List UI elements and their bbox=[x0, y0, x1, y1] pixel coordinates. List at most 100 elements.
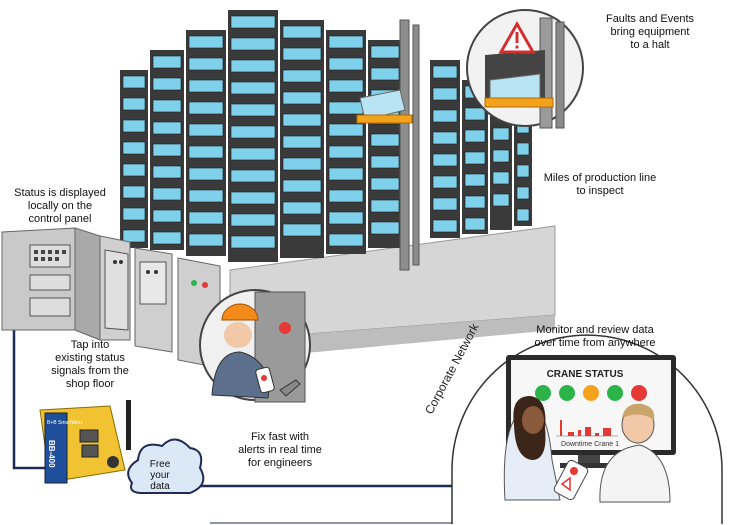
status-light bbox=[535, 385, 551, 401]
rack-drawer bbox=[188, 211, 224, 225]
rack-drawer bbox=[328, 57, 364, 71]
faults-line-3: to a halt bbox=[630, 39, 670, 51]
rack-drawer bbox=[230, 169, 276, 183]
rack-drawer bbox=[152, 143, 182, 157]
rack-drawer bbox=[152, 121, 182, 135]
status-line-1: Status is displayed bbox=[14, 187, 106, 199]
rack-drawer bbox=[492, 149, 510, 163]
rack-drawer bbox=[282, 157, 322, 171]
monitor-line-2: over time from anywhere bbox=[534, 337, 656, 349]
rack-drawer bbox=[432, 219, 458, 233]
faults-line-1: Faults and Events bbox=[605, 13, 695, 25]
rack-drawer bbox=[464, 217, 486, 231]
fix-line-2: alerts in real time bbox=[238, 444, 322, 456]
tap-line-1: Tap into bbox=[70, 339, 110, 351]
rack-drawer bbox=[492, 171, 510, 185]
rack-drawer bbox=[122, 163, 146, 177]
monitor-line-1: Monitor and review data bbox=[536, 324, 654, 336]
fix-line-1: Fix fast with bbox=[250, 431, 310, 443]
rack-drawer bbox=[122, 75, 146, 89]
rack-drawer bbox=[230, 103, 276, 117]
rack-drawer bbox=[328, 35, 364, 49]
rack-drawer bbox=[370, 199, 400, 213]
warning-icon bbox=[498, 20, 536, 54]
rack-drawer bbox=[328, 233, 364, 247]
storage-rack bbox=[120, 10, 532, 262]
rack-drawer bbox=[328, 101, 364, 115]
rack-drawer bbox=[122, 185, 146, 199]
rack-drawer bbox=[230, 125, 276, 139]
rack-drawer bbox=[432, 87, 458, 101]
status-line-2: locally on the bbox=[27, 200, 93, 212]
rack-drawer bbox=[328, 211, 364, 225]
miles-label: Miles of production line to inspect bbox=[525, 172, 675, 198]
rack-drawer bbox=[282, 47, 322, 61]
rack-drawer bbox=[188, 123, 224, 137]
rack-drawer bbox=[328, 145, 364, 159]
man-figure bbox=[599, 403, 671, 503]
rack-drawer bbox=[188, 101, 224, 115]
rack-drawer bbox=[282, 69, 322, 83]
rack-drawer bbox=[370, 45, 400, 59]
phone-icon bbox=[553, 459, 589, 501]
rack-drawer bbox=[188, 189, 224, 203]
device-model-label: BB-400 bbox=[47, 440, 56, 468]
rack-drawer bbox=[516, 164, 530, 178]
rack-drawer bbox=[188, 167, 224, 181]
rack-drawer bbox=[370, 155, 400, 169]
status-line-3: control panel bbox=[28, 213, 92, 225]
status-label: Status is displayed locally on the contr… bbox=[0, 187, 120, 226]
status-light bbox=[583, 385, 599, 401]
rack-drawer bbox=[188, 233, 224, 247]
rack-drawer bbox=[230, 15, 276, 29]
status-light bbox=[607, 385, 623, 401]
rack-drawer bbox=[282, 113, 322, 127]
rack-drawer bbox=[464, 195, 486, 209]
rack-drawer bbox=[492, 127, 510, 141]
faults-line-2: bring equipment bbox=[610, 26, 690, 38]
free-data-label: Free your data bbox=[138, 459, 182, 492]
rack-column bbox=[430, 60, 460, 238]
fix-label: Fix fast with alerts in real time for en… bbox=[220, 431, 340, 470]
rack-drawer bbox=[282, 179, 322, 193]
rack-drawer bbox=[230, 235, 276, 249]
fault-zoom-circle bbox=[466, 9, 584, 129]
rack-drawer bbox=[432, 197, 458, 211]
rack-drawer bbox=[464, 129, 486, 143]
tap-line-4: shop floor bbox=[65, 378, 115, 390]
miles-line-2: to inspect bbox=[576, 185, 624, 197]
rack-drawer bbox=[328, 123, 364, 137]
free-line-1: Free bbox=[149, 459, 171, 470]
cloud-icon bbox=[127, 438, 205, 494]
rack-drawer bbox=[188, 57, 224, 71]
free-line-3: data bbox=[150, 481, 170, 492]
rack-drawer bbox=[152, 55, 182, 69]
rack-drawer bbox=[282, 135, 322, 149]
rack-drawer bbox=[230, 37, 276, 51]
crane-tray bbox=[356, 89, 413, 124]
miles-line-1: Miles of production line bbox=[543, 172, 657, 184]
rack-drawer bbox=[328, 189, 364, 203]
fix-line-3: for engineers bbox=[247, 457, 313, 469]
rack-drawer bbox=[230, 191, 276, 205]
rack-column bbox=[120, 70, 148, 248]
rack-drawer bbox=[122, 119, 146, 133]
faults-label: Faults and Events bring equipment to a h… bbox=[590, 13, 710, 52]
tap-line-3: signals from the bbox=[51, 365, 129, 377]
rack-drawer bbox=[230, 81, 276, 95]
rack-drawer bbox=[152, 187, 182, 201]
rack-drawer bbox=[122, 97, 146, 111]
downtime-bars bbox=[556, 420, 618, 437]
rack-drawer bbox=[370, 177, 400, 191]
rack-drawer bbox=[282, 91, 322, 105]
rack-drawer bbox=[328, 79, 364, 93]
rack-drawer bbox=[516, 208, 530, 222]
dashboard-subtitle: Downtime Crane 1 bbox=[561, 441, 619, 448]
rack-drawer bbox=[432, 131, 458, 145]
tap-label: Tap into existing status signals from th… bbox=[30, 339, 150, 391]
dashboard-title: CRANE STATUS bbox=[546, 369, 624, 380]
rack-drawer bbox=[516, 186, 530, 200]
woman-figure bbox=[503, 396, 561, 501]
rack-drawer bbox=[152, 231, 182, 245]
